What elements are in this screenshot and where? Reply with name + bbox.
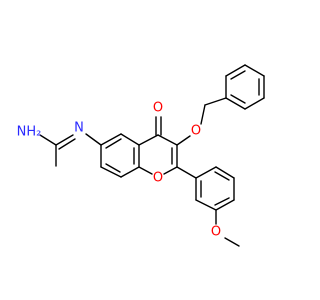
bond	[176, 166, 197, 179]
bond	[204, 97, 227, 106]
bond	[224, 237, 240, 247]
bond	[214, 171, 230, 181]
bond	[163, 166, 178, 175]
bond	[195, 166, 217, 179]
imine-nitrogen-label: N	[74, 121, 84, 136]
bond	[39, 134, 57, 146]
bond	[157, 134, 178, 146]
nh2-label: NH₂	[17, 125, 42, 140]
bond	[120, 133, 140, 146]
bond	[225, 97, 246, 110]
bond	[230, 70, 246, 80]
bond	[100, 166, 122, 178]
benzyloxy-oxygen-label: O	[191, 124, 201, 139]
atom-labels: NH₂ N O O O O	[17, 101, 221, 240]
bond	[214, 197, 230, 206]
carbonyl-oxygen-label: O	[153, 101, 163, 116]
bond	[85, 133, 102, 146]
ring-oxygen-label: O	[153, 171, 163, 186]
bond	[195, 199, 217, 211]
bond	[230, 94, 246, 104]
bond	[244, 64, 265, 77]
methoxy-oxygen-label: O	[211, 225, 221, 240]
bond	[215, 166, 235, 179]
bond-layer	[39, 64, 265, 247]
bond	[55, 134, 74, 146]
bond	[138, 166, 153, 175]
molecule-canvas: NH₂ N O O O O	[16, 64, 265, 247]
bond	[120, 166, 140, 178]
bond	[215, 199, 235, 211]
bond	[200, 104, 206, 125]
molecule-structure: NH₂ N O O O O	[17, 64, 265, 247]
bond	[244, 97, 265, 110]
bond	[138, 134, 159, 146]
bond	[105, 138, 122, 149]
bond	[58, 138, 76, 150]
bond	[100, 133, 122, 146]
bond	[105, 163, 121, 173]
bond	[225, 64, 246, 77]
bond	[176, 135, 191, 146]
